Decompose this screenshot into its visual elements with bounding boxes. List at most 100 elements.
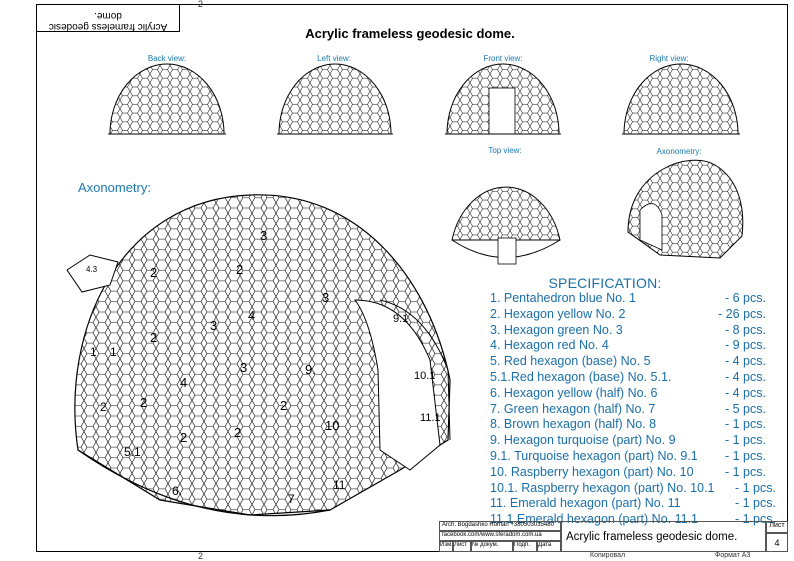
panel-label: 2 [100, 400, 107, 414]
spec-row: 7. Green hexagon (half) No. 7 - 5 pcs. [490, 402, 790, 418]
axonometry-small-label: Axonometry: [656, 147, 702, 156]
spec-item-qty: - 8 pcs. [725, 322, 766, 337]
spec-item-qty: - 1 pcs. [725, 464, 766, 479]
spec-item-qty: - 9 pcs. [725, 338, 766, 353]
spec-item-qty: - 5 pcs. [725, 401, 766, 416]
panel-label: 9. [305, 362, 316, 377]
spec-item-qty: - 6 pcs. [725, 291, 766, 305]
axonometry-label: Axonometry: [78, 180, 151, 195]
spec-item-name: 2. Hexagon yellow No. 2 [490, 306, 626, 321]
panel-label: 9.1 [393, 313, 409, 325]
spec-item-name: 6. Hexagon yellow (half) No. 6 [490, 385, 658, 400]
spec-item-name: 11.1 Emerald hexagon (part) No. 11.1 [490, 512, 698, 527]
spec-row: 5. Red hexagon (base) No. 5 - 4 pcs. [490, 354, 790, 370]
header-date: Дата [537, 541, 561, 552]
author-cell: Arch. Bogdashko Roman +380503035480 [439, 521, 561, 531]
panel-label: 2 [234, 425, 242, 440]
panel-label: 2 [180, 430, 188, 445]
spec-row: 1. Pentahedron blue No. 1 - 6 pcs. [490, 291, 790, 307]
spec-item-qty: - 1 pcs. [725, 417, 766, 432]
header-list: Лист [453, 541, 471, 552]
spec-row: 3. Hexagon green No. 3 - 8 pcs. [490, 323, 790, 339]
spec-row: 10.1. Raspberry hexagon (part) No. 10.1 -… [490, 481, 790, 497]
title-block: Arch. Bogdashko Roman +380503035480 face… [439, 521, 788, 552]
spec-item-qty: - 1 pcs. [735, 480, 776, 495]
panel-label: 2 [140, 395, 148, 410]
panel-label: 6. [172, 484, 183, 498]
top-view-dome [451, 186, 561, 265]
spec-item-name: 4. Hexagon red No. 4 [490, 338, 609, 353]
back-view-dome [108, 63, 226, 135]
spec-row: 4. Hexagon red No. 4 - 9 pcs. [490, 338, 790, 354]
spec-row: 8. Brown hexagon (half) No. 8 - 1 pcs. [490, 417, 790, 433]
spec-item-qty: - 1 pcs. [735, 496, 776, 511]
right-view-dome [622, 63, 740, 135]
small-axonometry-dome [627, 159, 744, 259]
spec-item-name: 10. Raspberry hexagon (part) No. 10 [490, 464, 694, 479]
front-view-label: Front view: [483, 54, 523, 63]
sheet-number: 4 [766, 533, 788, 552]
specification-list: SPECIFICATION: 1. Pentahedron blue No. 1… [490, 275, 790, 528]
panel-label: 11.1 [420, 412, 441, 424]
panel-label: 2 [150, 330, 158, 345]
spec-item-qty: - 4 pcs. [725, 385, 766, 400]
copied-label: Копировал [590, 552, 626, 559]
top-view-label: Top view: [488, 146, 522, 155]
page-title: Acrylic frameless geodesic dome. [305, 26, 515, 41]
panel-label: 2 [280, 398, 288, 413]
right-view-label: Right view: [649, 54, 689, 63]
spec-item-name: 10.1. Raspberry hexagon (part) No. 10.1 [490, 480, 715, 495]
header-doc: № докум. [471, 541, 513, 552]
header-sign: Подп. [513, 541, 537, 552]
panel-label: 4 [248, 308, 256, 323]
panel-label: 4 [180, 375, 188, 390]
spec-row: 6. Hexagon yellow (half) No. 6 - 4 pcs. [490, 386, 790, 402]
spec-row: 9.1. Turquoise hexagon (part) No. 9.1 - 1… [490, 449, 790, 465]
back-view-label: Back view: [147, 54, 187, 63]
front-view-dome [445, 63, 561, 135]
spec-item-name: 9.1. Turquoise hexagon (part) No. 9.1 [490, 448, 698, 463]
panel-label: 7 [288, 492, 295, 506]
panel-label: 10.1 [414, 370, 436, 382]
large-axonometry-dome [66, 194, 451, 517]
spec-item-name: 11. Emerald hexagon (part) No. 11 [490, 496, 681, 511]
spec-row: 9. Hexagon turquoise (part) No. 9- 1 pcs… [490, 433, 790, 449]
spec-item-name: 5.1.Red hexagon (base) No. 5.1. [490, 369, 672, 384]
panel-label: 3 [240, 360, 248, 375]
spec-item-qty: - 4 pcs. [725, 369, 766, 384]
spec-item-qty: - 26 pcs. [718, 306, 766, 321]
zone-mark-top: 2 [198, 0, 204, 9]
spec-item-qty: - 1 pcs. [725, 448, 766, 463]
format-label: Формат А3 [715, 552, 751, 559]
panel-label: 4.3 [86, 265, 98, 274]
spec-item-name: 1. Pentahedron blue No. 1 [490, 291, 636, 305]
spec-item-qty: - 4 pcs. [725, 354, 766, 369]
panel-label: 10 [325, 418, 340, 433]
panel-label: 1 [110, 345, 117, 359]
spec-row: 10. Raspberry hexagon (part) No. 10 - 1 p… [490, 465, 790, 481]
specification-title: SPECIFICATION: [548, 275, 662, 291]
zone-mark-bottom: 2 [198, 551, 204, 561]
panel-label: 1 [90, 345, 97, 359]
panel-label: 3 [260, 228, 268, 243]
spec-item-name: 7. Green hexagon (half) No. 7 [490, 401, 656, 416]
spec-item-name: 8. Brown hexagon (half) No. 8 [490, 417, 657, 432]
spec-item-qty: - 1 pcs. [725, 433, 766, 448]
panel-label: 3 [210, 318, 218, 333]
panel-label: 2 [236, 262, 244, 277]
panel-label: 2 [150, 265, 158, 280]
spec-row: 11. Emerald hexagon (part) No. 11 - 1 pcs… [490, 496, 790, 512]
spec-item-name: 5. Red hexagon (base) No. 5 [490, 354, 651, 369]
header-izm: Изм. [439, 541, 453, 552]
spec-row: 5.1.Red hexagon (base) No. 5.1. - 4 pcs. [490, 370, 790, 386]
drawing-name: Acrylic frameless geodesic dome. [561, 521, 766, 552]
drawing-frame [36, 4, 788, 552]
spec-item-name: 3. Hexagon green No. 3 [490, 322, 623, 337]
facebook-cell: facebook.com/www.sferadom.com.ua [439, 531, 561, 541]
spec-row: 2. Hexagon yellow No. 2 - 26 pcs. [490, 307, 790, 323]
left-view-label: Left view: [317, 54, 351, 63]
sheet-label: Лист [766, 521, 788, 533]
corner-stamp-box [36, 4, 180, 32]
panel-label: 11 [333, 478, 346, 492]
